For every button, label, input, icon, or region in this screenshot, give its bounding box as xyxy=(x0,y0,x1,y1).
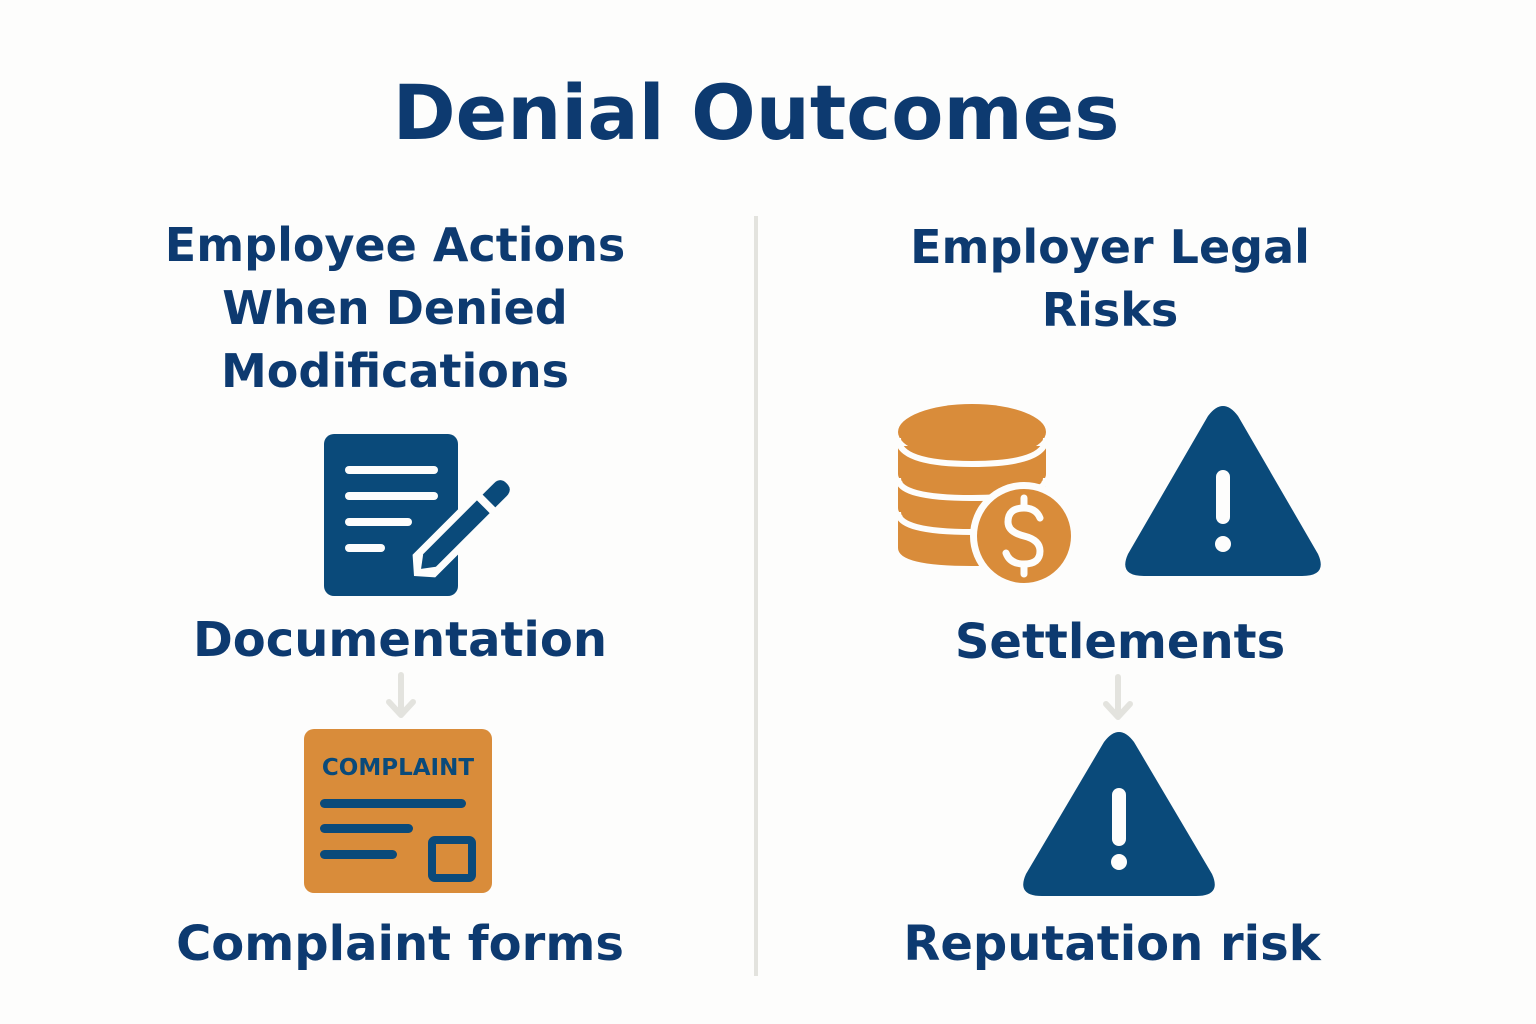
heading-line: Employee Actions xyxy=(164,218,626,272)
heading-line: When Denied xyxy=(222,281,568,335)
page-title: Denial Outcomes xyxy=(392,68,1120,157)
column-divider xyxy=(754,216,758,976)
coins-dollar-icon xyxy=(896,398,1080,590)
complaint-form-icon: COMPLAINT xyxy=(303,728,493,894)
warning-triangle-icon xyxy=(1122,402,1324,580)
down-arrow-icon xyxy=(384,672,418,720)
complaint-icon-text: COMPLAINT xyxy=(322,755,474,781)
warning-triangle-icon xyxy=(1020,728,1218,900)
employer-legal-risks-heading: Employer Legal Risks xyxy=(880,216,1340,342)
reputation-risk-label: Reputation risk xyxy=(903,916,1321,972)
settlements-label: Settlements xyxy=(954,614,1286,670)
employee-actions-heading: Employee Actions When Denied Modificatio… xyxy=(140,214,650,403)
documentation-label: Documentation xyxy=(192,612,608,668)
heading-line: Employer Legal xyxy=(910,220,1310,274)
document-edit-icon xyxy=(318,430,528,600)
complaint-forms-label: Complaint forms xyxy=(176,916,624,972)
heading-line: Modifications xyxy=(221,344,569,398)
heading-line: Risks xyxy=(1041,283,1179,337)
down-arrow-icon xyxy=(1101,674,1135,722)
